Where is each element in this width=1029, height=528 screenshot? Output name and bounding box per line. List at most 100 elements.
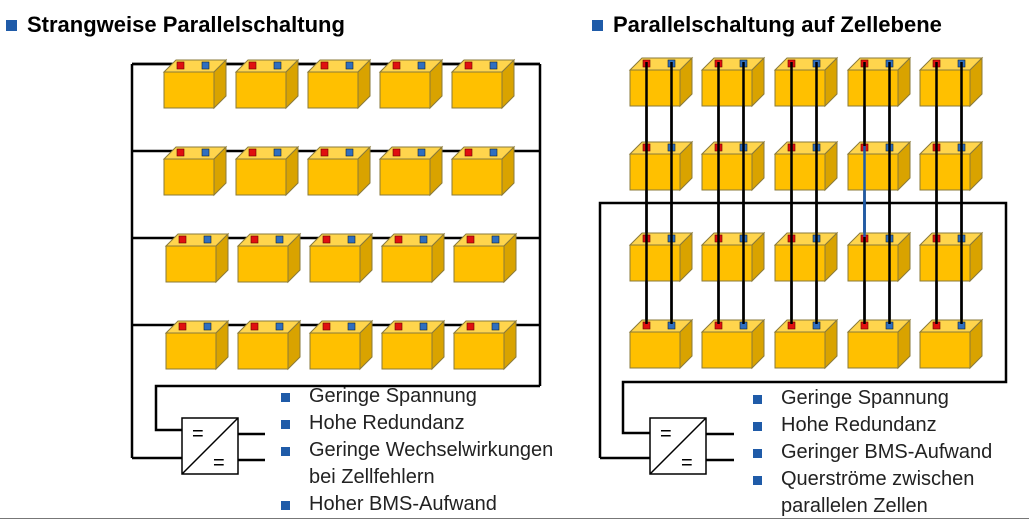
bullet-text: Querströme zwischen [781,468,975,490]
bullet-continuation: bei Zellfehlern [281,464,553,491]
converter-diagonal [649,417,707,475]
battery-cell [918,56,984,108]
bullet-icon [281,501,290,510]
bullet-text: Hohe Redundanz [781,414,937,436]
positive-terminal [250,322,259,331]
battery-cell [306,145,372,197]
dc-dc-converter-icon: == [649,417,707,475]
battery-cell [236,319,302,371]
cell-front [451,71,503,109]
battery-cell [380,232,446,284]
negative-terminal [345,61,354,70]
bullet-item: Geringe Spannung [281,383,553,410]
cell-front [163,158,215,196]
battery-cell [918,140,984,192]
cell-front [307,71,359,109]
battery-cell [236,232,302,284]
converter-symbol-top: = [192,423,204,445]
positive-terminal [464,148,473,157]
bullet-text: Geringe Wechselwirkungen [309,439,554,461]
converter-symbol-bottom: = [213,452,225,474]
bullet-item: Hohe Redundanz [281,410,553,437]
battery-cell [306,58,372,110]
positive-terminal [466,322,475,331]
bullet-item: Geringe Spannung [753,385,992,412]
positive-terminal [322,322,331,331]
battery-cell [234,58,300,110]
cell-front [381,245,433,283]
positive-terminal [178,235,187,244]
bullet-text: Geringer BMS-Aufwand [781,441,993,463]
battery-cell [452,319,518,371]
bullet-text: Geringe Spannung [781,387,949,409]
bullet-text: Hohe Redundanz [309,412,465,434]
bullet-icon [753,476,762,485]
battery-cell [380,319,446,371]
battery-cell [378,145,444,197]
cell-front [919,331,971,369]
positive-terminal [248,61,257,70]
cell-front [235,158,287,196]
left-title-text: Strangweise Parallelschaltung [27,12,345,37]
battery-cell [628,56,694,108]
battery-cell [628,140,694,192]
battery-cell [308,319,374,371]
battery-cell [378,58,444,110]
positive-terminal [248,148,257,157]
bullet-icon [281,447,290,456]
negative-terminal [491,235,500,244]
cell-front [309,332,361,370]
bullet-icon [281,420,290,429]
positive-terminal [176,148,185,157]
cell-front [774,331,826,369]
cell-front [381,332,433,370]
negative-terminal [489,148,498,157]
negative-terminal [419,235,428,244]
negative-terminal [345,148,354,157]
negative-terminal [275,322,284,331]
dc-dc-converter-icon: == [181,417,239,475]
battery-cell [846,140,912,192]
bullet-item: Geringer BMS-Aufwand [753,439,992,466]
cell-front [847,331,899,369]
cell-front [379,71,431,109]
battery-cell [773,56,839,108]
negative-terminal [201,148,210,157]
negative-terminal [203,235,212,244]
left-section-title: Strangweise Parallelschaltung [6,12,345,38]
cell-front [235,71,287,109]
cell-front [453,332,505,370]
battery-cell [700,231,766,283]
positive-terminal [320,148,329,157]
battery-cell [162,58,228,110]
battery-cell [234,145,300,197]
cell-front [701,331,753,369]
battery-cell [452,232,518,284]
battery-cell [450,58,516,110]
cell-front [237,245,289,283]
negative-terminal [347,322,356,331]
battery-cell [846,318,912,370]
left-bullet-list: Geringe Spannung Hohe Redundanz Geringe … [281,383,553,518]
cell-front [309,245,361,283]
negative-terminal [417,61,426,70]
bullet-continuation: parallelen Zellen [753,493,992,520]
bullet-text: Geringe Spannung [309,385,477,407]
battery-cell [450,145,516,197]
bullet-text: bei Zellfehlern [309,466,435,488]
cell-front [629,331,681,369]
battery-cell [700,140,766,192]
positive-terminal [392,61,401,70]
negative-terminal [491,322,500,331]
bullet-item: Geringe Wechselwirkungen [281,437,553,464]
negative-terminal [419,322,428,331]
bullet-item: Hoher BMS-Aufwand [281,491,553,518]
battery-cell [628,231,694,283]
positive-terminal [250,235,259,244]
battery-cell [164,319,230,371]
negative-terminal [273,148,282,157]
battery-cell [773,231,839,283]
battery-cell [700,318,766,370]
bullet-icon [753,395,762,404]
positive-terminal [394,322,403,331]
